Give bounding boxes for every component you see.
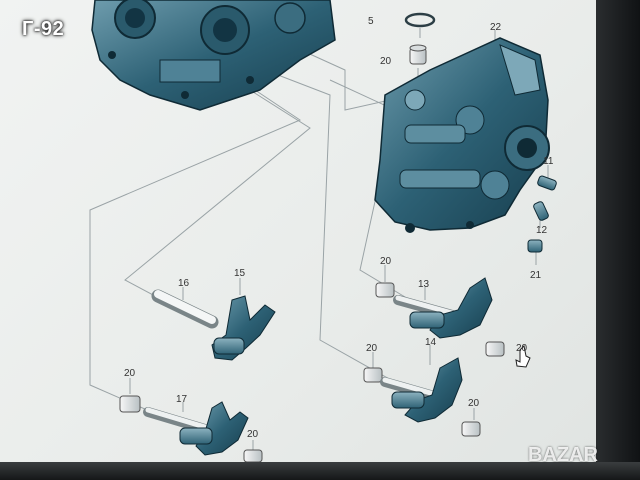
- hand-cursor-icon: [515, 344, 531, 368]
- part-label-5: 5: [368, 16, 374, 27]
- part-label-15: 15: [234, 268, 246, 279]
- gearbox-housing-top-left: [91, 0, 336, 111]
- part-label-20-top: 20: [380, 56, 392, 67]
- part-label-17: 17: [176, 394, 188, 405]
- part-label-14: 14: [425, 337, 437, 348]
- part-label-20-lower-right: 20: [468, 398, 480, 409]
- part-label-12: 12: [536, 225, 548, 236]
- shift-fork-part-15: [211, 295, 276, 361]
- part-label-21: 21: [530, 270, 542, 281]
- watermark-logo: BAZAR: [528, 444, 598, 466]
- bushing-part-right-group: [363, 282, 505, 437]
- monitor-bezel-right: [596, 0, 640, 480]
- part-label-20-mid: 20: [366, 343, 378, 354]
- part-label-22: 22: [490, 22, 502, 33]
- part-label-11: 11: [543, 156, 554, 167]
- part-label-16: 16: [178, 278, 190, 289]
- bushing-part-top: [409, 44, 427, 65]
- page-title: Г-92: [22, 18, 65, 40]
- exploded-parts-diagram: 5 20 22 11 12 21 20 13 16 15 20 14 20 20…: [89, 0, 557, 462]
- seal-ring-part: [404, 12, 436, 28]
- shift-fork-part-13: [393, 277, 493, 339]
- switch-parts: [527, 175, 557, 253]
- part-label-20-bottom: 20: [247, 429, 259, 440]
- part-label-13: 13: [418, 279, 430, 290]
- part-label-20-right: 20: [516, 343, 528, 354]
- shift-rod-part-16: [151, 289, 219, 329]
- shift-fork-part-17: [119, 395, 263, 462]
- part-label-20-upper-right: 20: [380, 256, 392, 267]
- part-label-20-left: 20: [124, 368, 136, 379]
- shift-fork-part-14: [380, 357, 463, 423]
- shift-housing-part: [374, 37, 550, 233]
- monitor-bezel-bottom: [0, 462, 640, 480]
